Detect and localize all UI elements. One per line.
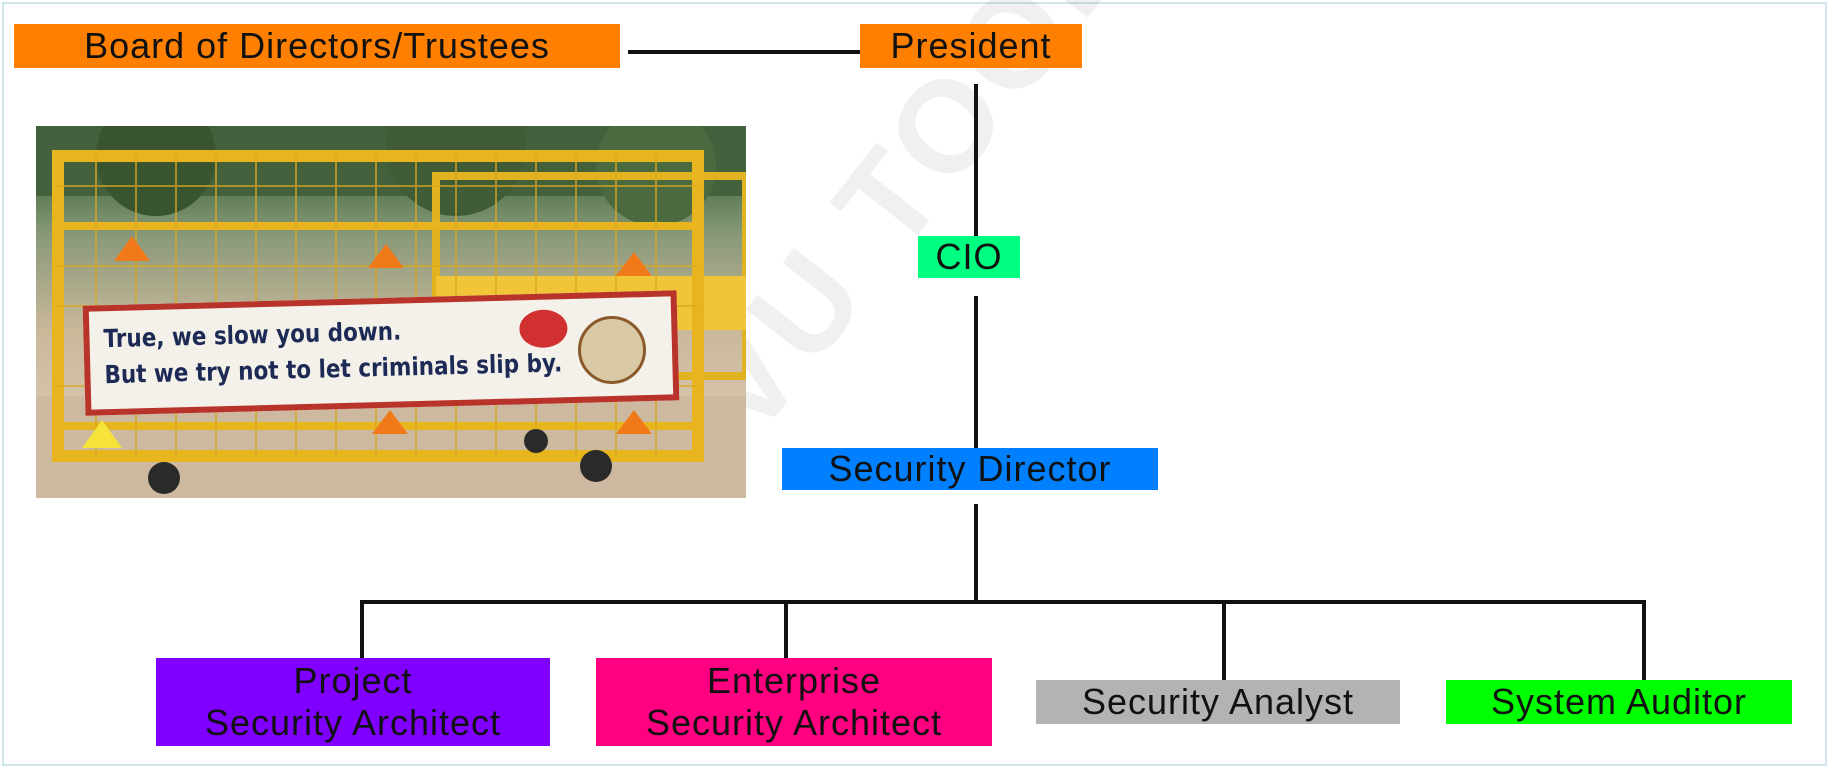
node-label: Board of Directors/Trustees [84,25,550,66]
node-label: Security Analyst [1081,681,1355,722]
barricade-banner: True, we slow you down. But we try not t… [82,290,680,416]
node-label: Security Director [828,448,1112,489]
node-enterprise-security-architect: Enterprise Security Architect [596,658,992,746]
node-label: President [890,25,1052,66]
node-project-security-architect: Project Security Architect [156,658,550,746]
node-security-analyst: Security Analyst [1036,680,1400,724]
node-label: System Auditor [1490,681,1748,722]
branch-drop-auditor [1642,600,1646,680]
director-branch-connector [974,504,978,604]
horizontal-branch-line [360,600,1646,604]
branch-drop-project [360,600,364,658]
node-president: President [860,24,1082,68]
node-label-line-2: Security Architect [645,702,943,743]
police-seal-icon [577,315,647,385]
president-cio-connector [974,84,978,238]
node-system-auditor: System Auditor [1446,680,1792,724]
node-security-director: Security Director [782,448,1158,490]
branch-drop-analyst [1222,600,1226,680]
node-label-line-2: Security Architect [204,702,502,743]
branch-drop-enterprise [784,600,788,658]
node-board-of-directors: Board of Directors/Trustees [14,24,620,68]
node-cio: CIO [918,236,1020,278]
barricade-photo: True, we slow you down. But we try not t… [36,126,746,498]
cio-director-connector [974,296,978,450]
board-president-connector [628,50,860,54]
node-label-line-1: Project [293,660,413,701]
node-label: CIO [935,236,1003,277]
node-label-line-1: Enterprise [706,660,882,701]
